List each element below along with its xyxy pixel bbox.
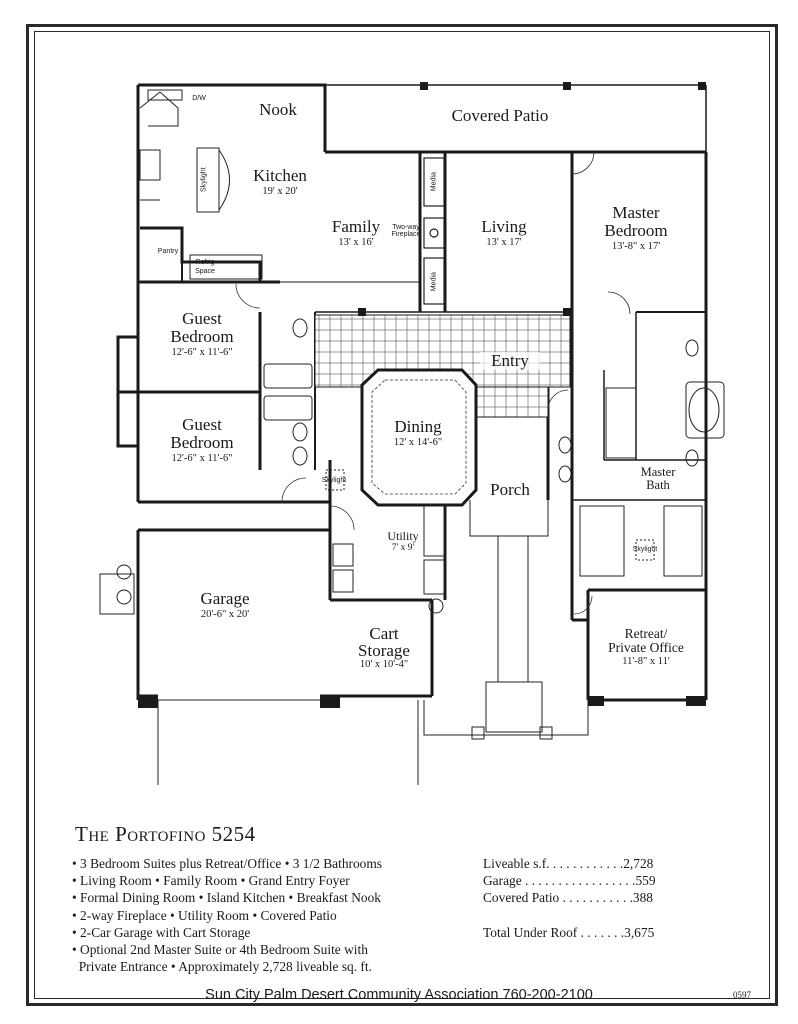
media-niche-bottom-label: Media	[430, 272, 438, 292]
master-bedroom-dimensions: 13'-8" x 17'	[611, 240, 661, 252]
stat-total-under-roof: Total Under Roof . . . . . . .3,675	[483, 924, 655, 940]
kitchen-dimensions: 19' x 20'	[262, 185, 298, 197]
listing-title-name: The Portofino	[75, 822, 206, 846]
association-footer: Sun City Palm Desert Community Associati…	[205, 987, 593, 1003]
garage-dimensions: 20'-6" x 20'	[200, 608, 250, 620]
document-code: 0597	[733, 990, 751, 1000]
refrigerator-space-label: Space	[195, 268, 215, 275]
inner-border	[34, 31, 770, 999]
room-covered-patio: Covered Patio	[451, 106, 549, 125]
cart-storage-dimensions: 10' x 10'-4"	[359, 659, 409, 670]
hall-skylight-label: Skylight	[321, 477, 347, 484]
stat-covered-patio: Covered Patio . . . . . . . . . . .388	[483, 890, 653, 906]
living-dimensions: 13' x 17'	[486, 236, 522, 248]
stat-liveable: Liveable s.f. . . . . . . . . . . .2,728	[483, 856, 654, 871]
pantry-label: Pantry	[157, 248, 179, 255]
feature-item: • Living Room • Family Room • Grand Entr…	[72, 873, 350, 889]
feature-list: • 3 Bedroom Suites plus Retreat/Office •…	[72, 855, 382, 975]
media-niche-top-label: Media	[430, 172, 438, 192]
feature-item: • Optional 2nd Master Suite or 4th Bedro…	[72, 942, 368, 958]
feature-item: • 2-Car Garage with Cart Storage	[72, 924, 251, 940]
dishwasher-label: D/W	[192, 95, 206, 102]
stat-garage: Garage . . . . . . . . . . . . . . . . .…	[483, 873, 656, 889]
bath-skylight-label: Skylight	[632, 546, 658, 553]
feature-item: • Formal Dining Room • Island Kitchen • …	[72, 890, 381, 906]
room-porch: Porch	[490, 480, 530, 499]
fireplace-label: Two-way Fireplace	[391, 224, 421, 239]
listing-title: The Portofino 5254	[75, 822, 256, 847]
dining-dimensions: 12' x 14'-6"	[393, 436, 443, 448]
room-nook: Nook	[259, 100, 297, 119]
room-master-bath: Master Bath	[640, 465, 676, 493]
utility-dimensions: 7' x 9'	[391, 542, 415, 553]
outer-border	[26, 24, 778, 1006]
feature-item: • 3 Bedroom Suites plus Retreat/Office •…	[72, 856, 383, 871]
feature-item: Private Entrance • Approximately 2,728 l…	[72, 959, 372, 975]
kitchen-skylight-label: Skylight	[200, 167, 208, 192]
family-dimensions: 13' x 16'	[338, 236, 374, 248]
feature-item: • 2-way Fireplace • Utility Room • Cover…	[72, 907, 337, 923]
listing-title-number: 5254	[211, 822, 256, 846]
refrigerator-label: Refrig	[195, 259, 215, 266]
retreat-dimensions: 11'-8" x 11'	[622, 656, 670, 668]
guest-bedroom-1-dimensions: 12'-6" x 11'-6"	[171, 346, 233, 358]
room-entry: Entry	[480, 352, 540, 370]
square-footage-table: Liveable s.f. . . . . . . . . . . .2,728…	[483, 855, 656, 941]
guest-bedroom-2-dimensions: 12'-6" x 11'-6"	[171, 452, 233, 464]
